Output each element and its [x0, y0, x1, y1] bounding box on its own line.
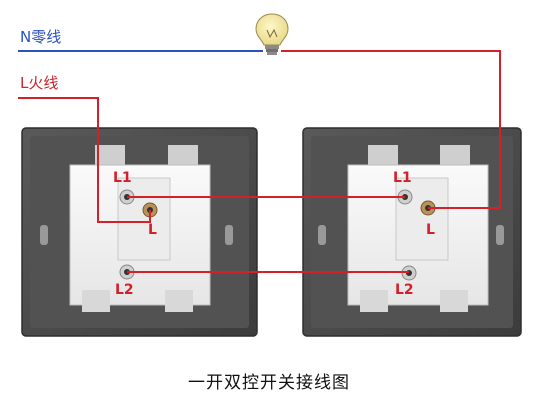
left-side-slot	[40, 225, 48, 245]
left-switch	[21, 127, 258, 337]
right-L1-label: L1	[393, 170, 412, 186]
live-wire	[18, 97, 151, 223]
left-side-slot	[225, 225, 233, 245]
right-L2-label: L2	[395, 282, 414, 298]
neutral-label: N零线	[20, 28, 62, 46]
lamp-return-wire	[281, 50, 501, 209]
wires	[18, 50, 501, 273]
left-L-label: L	[148, 222, 157, 238]
right-top-tab	[368, 145, 398, 167]
right-L-label: L	[426, 222, 435, 238]
right-switch	[302, 127, 522, 337]
light-bulb-icon	[255, 13, 289, 55]
left-top-tab	[95, 145, 125, 167]
left-L2-label: L2	[115, 282, 134, 298]
left-top-tab	[168, 145, 198, 167]
right-top-tab	[440, 145, 470, 167]
left-bottom-tab	[82, 290, 110, 312]
left-L1-label: L1	[113, 170, 132, 186]
right-side-slot	[318, 225, 326, 245]
live-label: L火线	[20, 74, 59, 92]
left-bottom-tab	[165, 290, 193, 312]
right-bottom-tab	[440, 290, 468, 312]
right-side-slot	[496, 225, 504, 245]
diagram-caption: 一开双控开关接线图	[188, 373, 350, 393]
right-bottom-tab	[360, 290, 388, 312]
